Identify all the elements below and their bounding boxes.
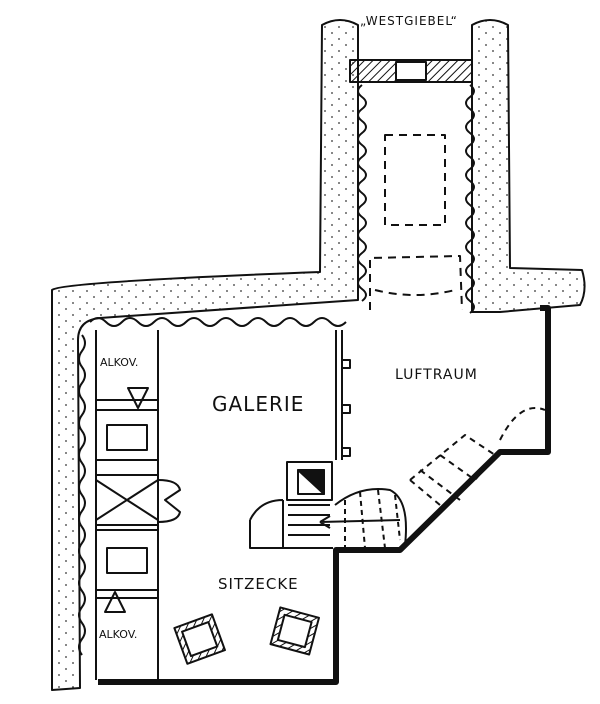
cross-door bbox=[95, 479, 159, 526]
stair-arrow-icon bbox=[319, 515, 401, 529]
door-swing bbox=[157, 479, 181, 523]
gable-label: „WESTGIEBEL“ bbox=[360, 14, 458, 28]
chair-right bbox=[269, 606, 320, 656]
stair bbox=[249, 488, 407, 549]
triangle-top-icon bbox=[127, 387, 149, 409]
room-label-galerie: GALERIE bbox=[212, 392, 305, 416]
bed-top bbox=[106, 424, 148, 451]
room-label-alkoven-top: ALKOV. bbox=[100, 356, 139, 369]
triangle-bottom-icon bbox=[104, 591, 126, 613]
gable-right-wall-insulation bbox=[471, 19, 586, 313]
wave-insulation-gable-right bbox=[465, 84, 475, 314]
room-label-alkoven-bottom: ALKOV. bbox=[99, 628, 138, 641]
outer-wall-insulation bbox=[51, 19, 359, 691]
wave-insulation-top bbox=[89, 317, 347, 327]
gable-dashed-bay bbox=[369, 255, 463, 311]
room-label-sitzecke: SITZECKE bbox=[218, 575, 299, 593]
stair-steps bbox=[344, 489, 401, 549]
chimney bbox=[286, 461, 333, 501]
gable-dashed-area bbox=[384, 134, 446, 226]
heavy-wall bbox=[98, 305, 551, 685]
room-label-luftraum: LUFTRAUM bbox=[395, 367, 478, 383]
chair-left bbox=[173, 613, 226, 665]
alcove-column bbox=[95, 330, 159, 680]
wave-insulation-gable-left bbox=[357, 84, 367, 302]
gable-window bbox=[395, 61, 427, 81]
bed-bottom bbox=[106, 547, 148, 574]
wave-insulation-left bbox=[78, 334, 86, 656]
luftraum-dashed bbox=[409, 407, 546, 506]
galerie-partition bbox=[335, 330, 351, 460]
